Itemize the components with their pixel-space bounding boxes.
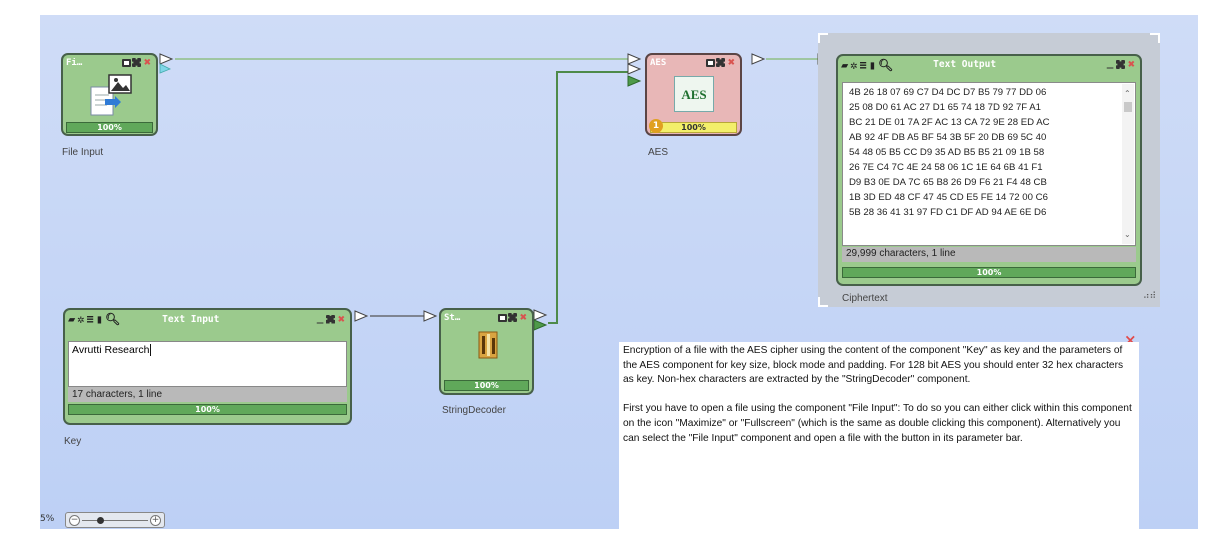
character-count: 29,999 characters, 1 line — [842, 247, 1136, 262]
list-icon[interactable]: ≡ — [86, 312, 94, 326]
ciphertext-line: 26 7E C4 7C 4E 24 58 06 1C 1E 64 6B 41 F… — [849, 162, 1043, 173]
component-header: ▰ ✲ ≡ ▮ 🔍︎ Text Input _ ✖ — [65, 310, 350, 328]
component-header: AES ✖ — [647, 55, 740, 70]
close-icon[interactable]: ✖ — [727, 55, 736, 69]
string-decoder-component[interactable]: St… ✖ 100% — [439, 308, 534, 395]
component-title: Text Input — [162, 313, 220, 325]
component-header: ▰ ✲ ≡ ▮ 🔍︎ Text Output _ ✖ — [838, 56, 1140, 73]
zoom-thumb[interactable] — [97, 517, 105, 524]
minimize-icon[interactable]: _ — [316, 310, 324, 324]
key-value: Avrutti Research — [72, 344, 150, 356]
gear-icon[interactable]: ✲ — [77, 312, 85, 326]
fullscreen-icon[interactable] — [716, 58, 725, 67]
ciphertext-line: 1B 3D ED 48 CF 47 45 CD E5 FE 14 72 00 C… — [849, 192, 1048, 203]
clipboard-icon[interactable]: ▮ — [868, 57, 876, 72]
text-output-component[interactable]: ▰ ✲ ≡ ▮ 🔍︎ Text Output _ ✖ 4B 26 18 07 6… — [836, 54, 1142, 286]
ciphertext-line: 25 08 D0 61 AC 27 D1 65 74 18 7D 92 7F A… — [849, 102, 1042, 113]
maximize-icon[interactable] — [498, 313, 507, 322]
close-icon[interactable]: ✖ — [143, 55, 152, 69]
list-icon[interactable]: ≡ — [859, 57, 867, 72]
fullscreen-icon[interactable] — [326, 314, 335, 324]
ciphertext-textarea[interactable]: 4B 26 18 07 69 C7 D4 DC D7 B5 79 77 DD 0… — [842, 82, 1136, 246]
gear-icon[interactable]: ✲ — [850, 57, 858, 72]
scroll-up-icon[interactable]: ⌃ — [1124, 89, 1131, 98]
progress-label: 100% — [681, 123, 706, 132]
component-header: Fi… ✖ — [63, 55, 156, 70]
gallery-icon[interactable]: ▰ — [841, 57, 849, 72]
maximize-icon[interactable] — [706, 58, 715, 67]
fullscreen-icon[interactable] — [1116, 60, 1125, 69]
ciphertext-lines: 4B 26 18 07 69 C7 D4 DC D7 B5 79 77 DD 0… — [849, 85, 1119, 220]
file-input-caption: File Input — [62, 147, 104, 158]
aes-icon: AES — [674, 76, 714, 112]
key-textarea[interactable]: Avrutti Research — [68, 341, 347, 387]
clipboard-icon[interactable]: ▮ — [95, 312, 103, 326]
zoom-track — [82, 520, 148, 521]
progress-bar: 100% — [66, 122, 153, 133]
zoom-slider[interactable]: − + — [65, 512, 165, 528]
panel-toolbar: ▰ ✲ ≡ ▮ 🔍︎ — [68, 312, 120, 326]
close-icon[interactable]: ✖ — [1127, 57, 1136, 71]
aes-component[interactable]: AES ✖ AES 100% 1 — [645, 53, 742, 136]
ciphertext-line: AB 92 4F DB A5 BF 54 3B 5F 20 DB 69 5C 4… — [849, 132, 1047, 143]
ciphertext-line: BC 21 DE 01 7A 2F AC 13 CA 72 9E 28 ED A… — [849, 117, 1050, 128]
character-count: 17 characters, 1 line — [68, 387, 347, 402]
zoom-level-label: 5% — [40, 514, 55, 524]
text-input-component[interactable]: ▰ ✲ ≡ ▮ 🔍︎ Text Input _ ✖ Avrutti Resear… — [63, 308, 352, 425]
scroll-down-icon[interactable]: ⌄ — [1124, 230, 1131, 239]
ciphertext-line: 5B 28 36 41 31 97 FD C1 DF AD 94 AE 6E D… — [849, 207, 1047, 218]
close-icon[interactable]: ✖ — [337, 311, 346, 326]
document-image-icon — [90, 74, 132, 116]
fullscreen-icon[interactable] — [132, 58, 141, 67]
text-output-caption: Ciphertext — [842, 293, 888, 304]
close-icon[interactable]: ✖ — [519, 310, 528, 324]
progress-bar: 100% — [842, 267, 1136, 278]
aes-caption: AES — [648, 147, 669, 158]
component-title: Text Output — [933, 59, 997, 70]
ciphertext-line: 4B 26 18 07 69 C7 D4 DC D7 B5 79 77 DD 0… — [849, 87, 1047, 98]
warning-badge: 1 — [649, 119, 663, 133]
component-title: Fi… — [66, 57, 83, 68]
maximize-icon[interactable] — [122, 58, 131, 67]
string-decoder-icon — [478, 331, 498, 359]
search-icon[interactable]: 🔍︎ — [104, 312, 121, 326]
search-icon[interactable]: 🔍︎ — [877, 57, 894, 72]
component-title: St… — [444, 312, 461, 323]
description-paragraph-2: First you have to open a file using the … — [623, 403, 1132, 444]
description-panel: Encryption of a file with the AES cipher… — [619, 342, 1139, 529]
zoom-control: 5% − + — [40, 512, 165, 529]
progress-bar: 100% — [68, 404, 347, 415]
description-paragraph-1: Encryption of a file with the AES cipher… — [623, 345, 1124, 386]
component-title: AES — [650, 57, 667, 68]
text-cursor — [150, 344, 152, 356]
component-header: St… ✖ — [441, 310, 532, 325]
zoom-in-icon[interactable]: + — [150, 515, 161, 526]
panel-toolbar: ▰ ✲ ≡ ▮ 🔍︎ — [841, 58, 893, 72]
progress-bar: 100% — [444, 380, 529, 391]
minimize-icon[interactable]: _ — [1106, 56, 1114, 69]
progress-bar: 100% — [650, 122, 737, 133]
file-input-component[interactable]: Fi… ✖ 100% — [61, 53, 158, 136]
resize-grip-icon[interactable]: ⣠⣴ — [1143, 289, 1157, 299]
string-decoder-caption: StringDecoder — [442, 405, 506, 416]
text-input-caption: Key — [64, 436, 82, 447]
ciphertext-line: 54 48 05 B5 CC D9 35 AD B5 B5 21 09 1B 5… — [849, 147, 1045, 158]
ciphertext-line: D9 B3 0E DA 7C 65 B8 26 D9 F6 21 F4 48 C… — [849, 177, 1047, 188]
fullscreen-icon[interactable] — [508, 313, 517, 322]
gallery-icon[interactable]: ▰ — [68, 312, 76, 326]
scroll-thumb[interactable] — [1124, 102, 1132, 112]
scrollbar[interactable]: ⌃ ⌄ — [1122, 84, 1134, 244]
zoom-out-icon[interactable]: − — [69, 515, 80, 526]
